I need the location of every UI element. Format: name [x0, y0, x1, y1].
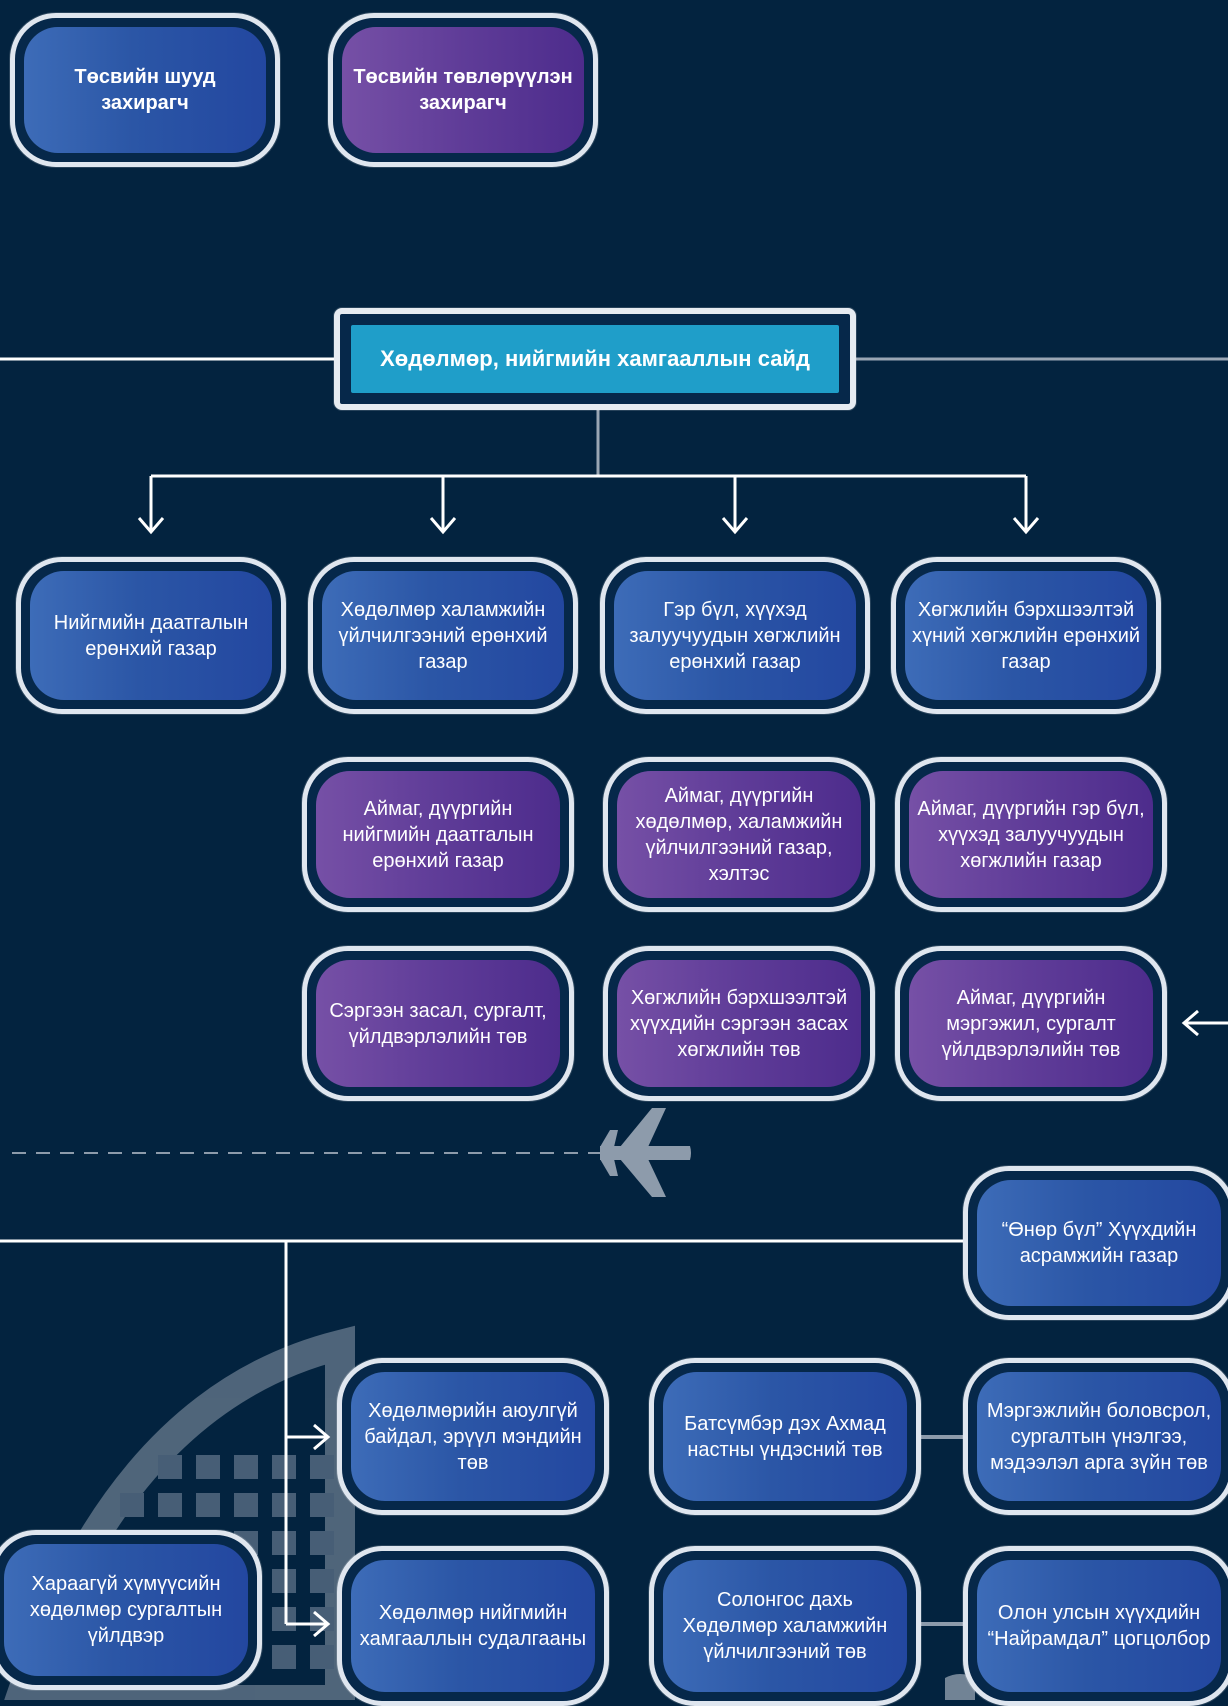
unit-vocational-assessment: Мэргэжлийн боловсрол, сургалтын үнэлгээ,…	[963, 1358, 1228, 1515]
general-agency-labour-welfare: Хөдөлмөр халамжийн үйлчилгээний ерөнхий …	[308, 557, 578, 714]
general-agency-disability: Хөгжлийн бэрхшээлтэй хүний хөгжлийн ерөн…	[891, 557, 1161, 714]
local-agency-label: Аймаг, дүүргийн гэр бүл, хүүхэд залуучуу…	[909, 771, 1153, 898]
general-agency-label: Хөгжлийн бэрхшээлтэй хүний хөгжлийн ерөн…	[905, 571, 1147, 700]
unit-label: Солонгос дахь Хөдөлмөр халамжийн үйлчилг…	[663, 1560, 907, 1692]
ministry-box: Хөдөлмөр, нийгмийн хамгааллын сайд	[334, 308, 856, 410]
legend-central-manager: Төсвийн төвлөрүүлэн захирагч	[328, 13, 598, 167]
unit-occupational-safety: Хөдөлмөрийн аюулгүй байдал, эрүүл мэндий…	[337, 1358, 609, 1515]
unit-label: Олон улсын хүүхдийн “Найрамдал” цогцолбо…	[977, 1560, 1221, 1692]
unit-korea-welfare-center: Солонгос дахь Хөдөлмөр халамжийн үйлчилг…	[649, 1546, 921, 1706]
local-agency-label: Аймаг, дүүргийн нийгмийн даатгалын ерөнх…	[316, 771, 560, 898]
unit-label: Мэргэжлийн боловсрол, сургалтын үнэлгээ,…	[977, 1372, 1221, 1501]
general-agency-label: Нийгмийн даатгалын ерөнхий газар	[30, 571, 272, 700]
center-vocational-training: Аймаг, дүүргийн мэргэжил, сургалт үйлдвэ…	[895, 946, 1167, 1101]
center-label: Аймаг, дүүргийн мэргэжил, сургалт үйлдвэ…	[909, 960, 1153, 1087]
unit-social-protection-research: Хөдөлмөр нийгмийн хамгааллын судалгааны	[337, 1546, 609, 1706]
legend-central-label: Төсвийн төвлөрүүлэн захирагч	[342, 27, 584, 153]
unit-nairamdal-complex: Олон улсын хүүхдийн “Найрамдал” цогцолбо…	[963, 1546, 1228, 1706]
center-rehabilitation-training: Сэргээн засал, сургалт, үйлдвэрлэлийн тө…	[302, 946, 574, 1101]
local-agency-family-youth: Аймаг, дүүргийн гэр бүл, хүүхэд залуучуу…	[895, 757, 1167, 912]
general-agency-social-insurance: Нийгмийн даатгалын ерөнхий газар	[16, 557, 286, 714]
unit-label: Хараагүй хүмүүсийн хөдөлмөр сургалтын үй…	[4, 1544, 248, 1676]
center-label: Сэргээн засал, сургалт, үйлдвэрлэлийн тө…	[316, 960, 560, 1087]
legend-direct-label: Төсвийн шууд захирагч	[24, 27, 266, 153]
local-agency-social-insurance: Аймаг, дүүргийн нийгмийн даатгалын ерөнх…	[302, 757, 574, 912]
care-center-onor-bul: “Өнөр бүл” Хүүхдийн асрамжийн газар	[963, 1166, 1228, 1320]
unit-label: Хөдөлмөр нийгмийн хамгааллын судалгааны	[351, 1560, 595, 1692]
care-center-label: “Өнөр бүл” Хүүхдийн асрамжийн газар	[977, 1180, 1221, 1306]
airplane-icon	[600, 1108, 691, 1197]
local-agency-labour-welfare: Аймаг, дүүргийн хөдөлмөр, халамжийн үйлч…	[603, 757, 875, 912]
unit-label: Батсүмбэр дэх Ахмад настны үндэсний төв	[663, 1372, 907, 1501]
general-agency-label: Гэр бүл, хүүхэд залуучуудын хөгжлийн ерө…	[614, 571, 856, 700]
general-agency-family-youth: Гэр бүл, хүүхэд залуучуудын хөгжлийн ерө…	[600, 557, 870, 714]
legend-direct-manager: Төсвийн шууд захирагч	[10, 13, 280, 167]
center-label: Хөгжлийн бэрхшээлтэй хүүхдийн сэргээн за…	[617, 960, 861, 1087]
center-disabled-children: Хөгжлийн бэрхшээлтэй хүүхдийн сэргээн за…	[603, 946, 875, 1101]
unit-blind-training-factory: Хараагүй хүмүүсийн хөдөлмөр сургалтын үй…	[0, 1530, 262, 1690]
general-agency-label: Хөдөлмөр халамжийн үйлчилгээний ерөнхий …	[322, 571, 564, 700]
local-agency-label: Аймаг, дүүргийн хөдөлмөр, халамжийн үйлч…	[617, 771, 861, 898]
unit-elderly-center: Батсүмбэр дэх Ахмад настны үндэсний төв	[649, 1358, 921, 1515]
ministry-title: Хөдөлмөр, нийгмийн хамгааллын сайд	[351, 325, 839, 393]
unit-label: Хөдөлмөрийн аюулгүй байдал, эрүүл мэндий…	[351, 1372, 595, 1501]
